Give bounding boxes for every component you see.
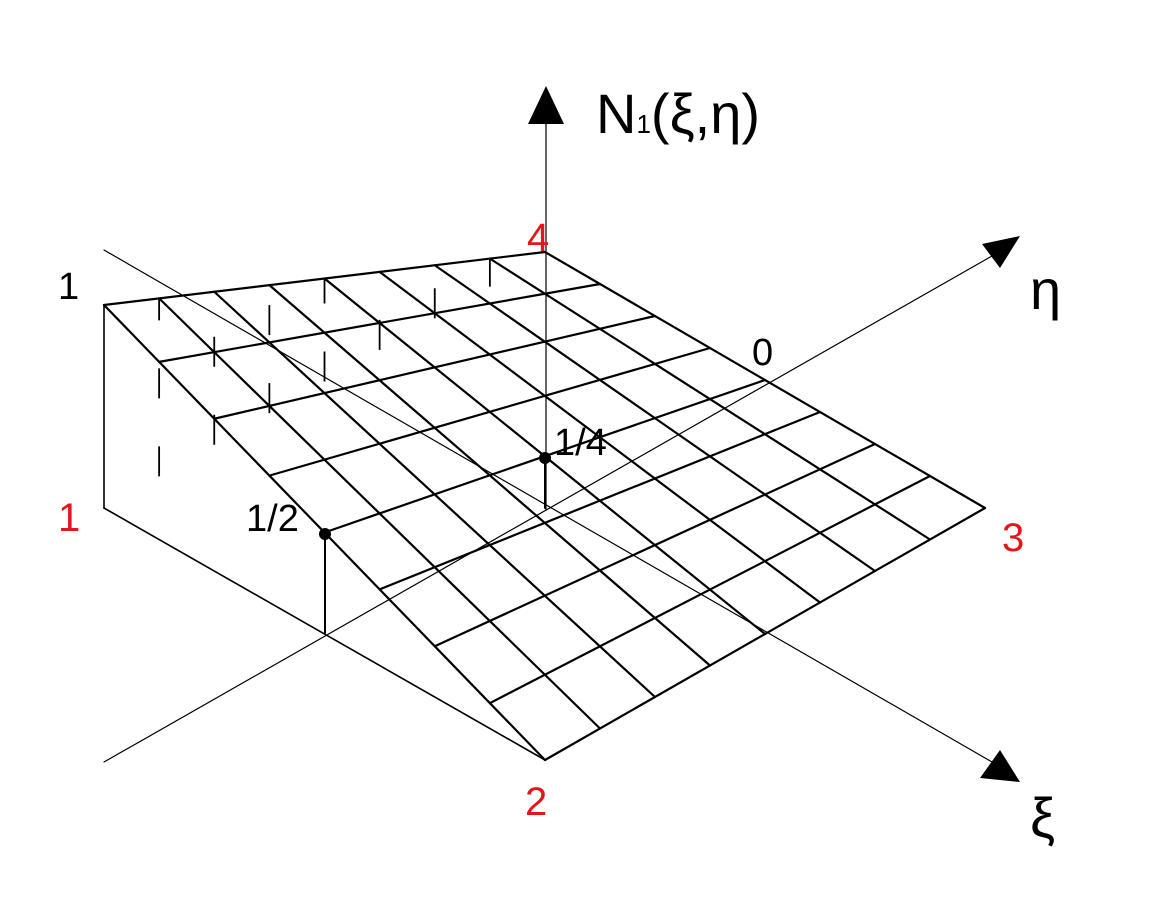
node-4-label: 4 [527,216,550,260]
surface-grid-line-u-6 [433,264,877,573]
zero-value-label: 0 [752,332,774,374]
vertical-axis-symbol: N [596,82,637,145]
vertical-axis-arrowhead [528,86,564,124]
ground-edge-1-2 [103,507,546,761]
eta-axis-label: η [1030,258,1062,321]
surface-grid-line-v-8 [543,506,987,762]
xi-axis-label: ξ [1030,786,1056,849]
node-3-label: 3 [1002,516,1025,560]
half-value-label: 1/2 [246,498,299,540]
value-markers [319,452,551,634]
eta-axis-arrowhead [982,236,1020,268]
surface-grid-line-v-7 [488,474,932,705]
surface-grid-line-u-8 [543,250,987,510]
node-2-label: 2 [525,780,548,824]
node-1-label: 1 [58,496,81,540]
height-one-label: 1 [58,266,80,308]
surface-grid-line-u-7 [488,257,932,541]
quarter-value-dot [539,452,551,464]
surface-grid-line-u-5 [378,270,822,604]
vertical-axis-label: N1(ξ,η) [596,86,760,142]
quarter-value-label: 1/4 [554,422,607,464]
ground-plane-edges [103,304,546,761]
vertical-axis-arguments: (ξ,η) [650,82,760,145]
eta-axis-line [103,255,993,763]
xi-axis-arrowhead [980,750,1020,782]
coordinate-axes [103,86,1020,782]
surface-grid-line-v-5 [378,410,822,591]
half-value-dot [319,528,331,540]
vertical-axis-subscript: 1 [636,109,651,139]
xi-axis-line [103,249,993,763]
surface-grid-line-v-6 [433,442,877,648]
